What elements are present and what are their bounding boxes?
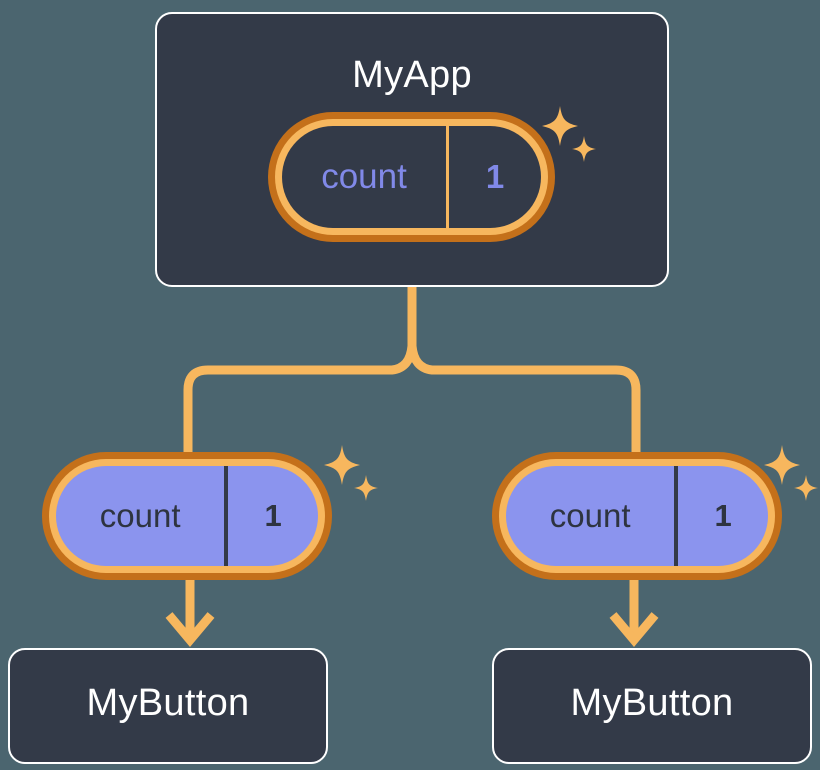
pill-outer-ring: count 1	[42, 452, 332, 580]
state-key-label: count	[321, 157, 407, 196]
state-value-label: 1	[485, 158, 505, 195]
connector-branch-left	[183, 345, 417, 455]
component-box-mybutton-right[interactable]: MyButton	[492, 648, 812, 764]
state-value-label: 1	[714, 498, 732, 533]
pill-body: count 1	[282, 126, 541, 228]
state-value-label: 1	[264, 498, 282, 533]
pill-divider	[224, 466, 229, 566]
pill-inner-ring: count 1	[499, 459, 775, 573]
component-label-myapp: MyApp	[352, 54, 472, 96]
arrow-head-left	[165, 612, 215, 647]
pill-inner-ring: count 1	[275, 119, 548, 235]
pill-body: count 1	[56, 466, 318, 566]
state-key-label: count	[549, 497, 631, 534]
state-pill-child-right[interactable]: count 1	[492, 452, 782, 580]
pill-outer-ring: count 1	[492, 452, 782, 580]
component-box-mybutton-left[interactable]: MyButton	[8, 648, 328, 764]
state-pill-child-left[interactable]: count 1	[42, 452, 332, 580]
pill-outer-ring: count 1	[268, 112, 555, 242]
state-key-label: count	[99, 497, 181, 534]
component-label-mybutton-left: MyButton	[86, 682, 250, 724]
component-label-mybutton-right: MyButton	[570, 682, 734, 724]
pill-body: count 1	[506, 466, 768, 566]
arrow-head-right	[609, 612, 659, 647]
state-pill-root[interactable]: count 1	[268, 112, 555, 242]
connector-branch-right	[407, 345, 641, 455]
pill-inner-ring: count 1	[49, 459, 325, 573]
pill-divider	[446, 126, 450, 228]
pill-divider	[674, 466, 679, 566]
